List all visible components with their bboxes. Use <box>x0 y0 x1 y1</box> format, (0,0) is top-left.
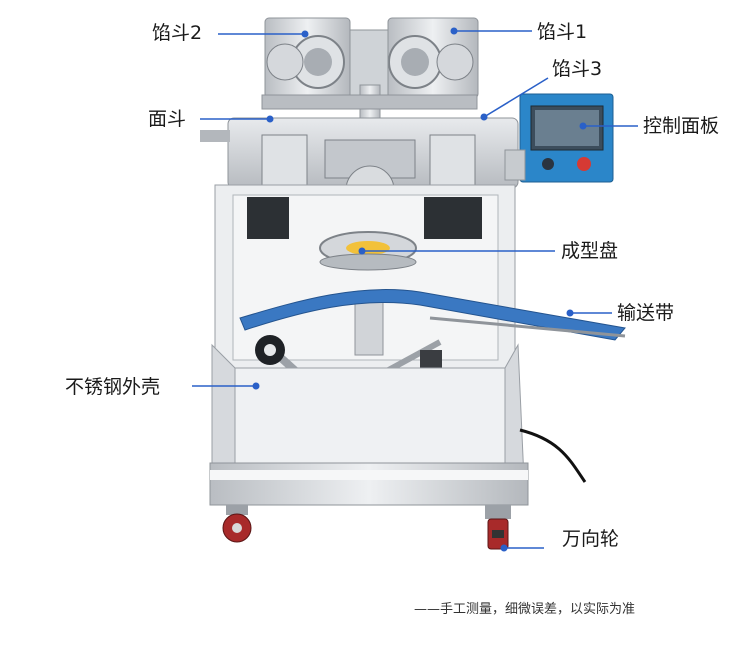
label-shell: 不锈钢外壳 <box>65 376 161 398</box>
forming-disc <box>319 231 417 271</box>
stainless-shell <box>209 343 529 506</box>
callout-leaders <box>192 27 638 552</box>
label-conveyor: 输送带 <box>617 302 675 324</box>
label-forming-disc: 成型盘 <box>561 240 619 262</box>
label-dough-hopper: 面斗 <box>148 108 187 130</box>
caster-wheels <box>222 505 511 550</box>
measurement-note: ——手工测量，细微误差，以实际为准 <box>414 602 636 617</box>
label-hopper-3: 馅斗3 <box>552 58 603 80</box>
control-panel <box>519 93 614 183</box>
hopper-1 <box>387 17 479 99</box>
label-hopper-1: 馅斗1 <box>537 21 588 43</box>
label-hopper-2: 馅斗2 <box>152 22 203 44</box>
conveyor-belt <box>239 289 626 341</box>
hopper-2 <box>264 17 351 99</box>
label-casters: 万向轮 <box>562 528 620 550</box>
label-control-panel: 控制面板 <box>643 115 720 137</box>
